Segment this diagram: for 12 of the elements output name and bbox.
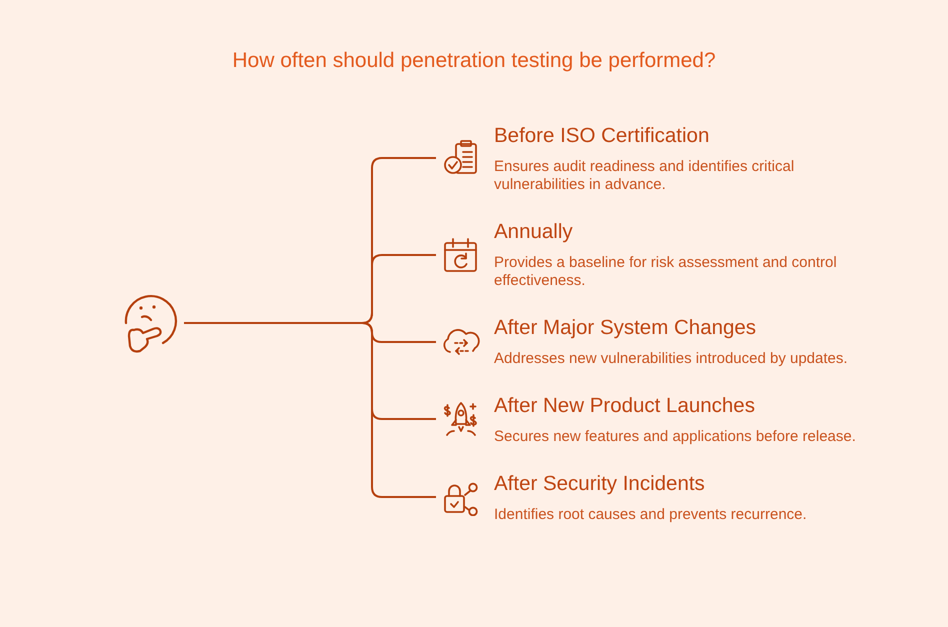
item-description: Ensures audit readiness and identifies critical vulnerabilities in advance. <box>494 158 796 194</box>
item-description: Identifies root causes and prevents recurrence. <box>494 506 808 524</box>
item-heading: After New Product Launches <box>494 394 756 417</box>
diagram-title: How often should penetration testing be performed? <box>231 48 717 73</box>
item-heading: After Major System Changes <box>494 316 758 339</box>
item-description: Provides a baseline for risk assessment and control effectiveness. <box>494 254 838 290</box>
item-heading: After Security Incidents <box>494 472 706 495</box>
item-heading: Annually <box>494 220 574 243</box>
item-description: Addresses new vulnerabilities introduced by updates. <box>494 350 849 368</box>
connector-line <box>184 322 436 498</box>
item-description: Secures new features and applications before release. <box>494 428 857 446</box>
item-heading: Before ISO Certification <box>494 124 710 147</box>
